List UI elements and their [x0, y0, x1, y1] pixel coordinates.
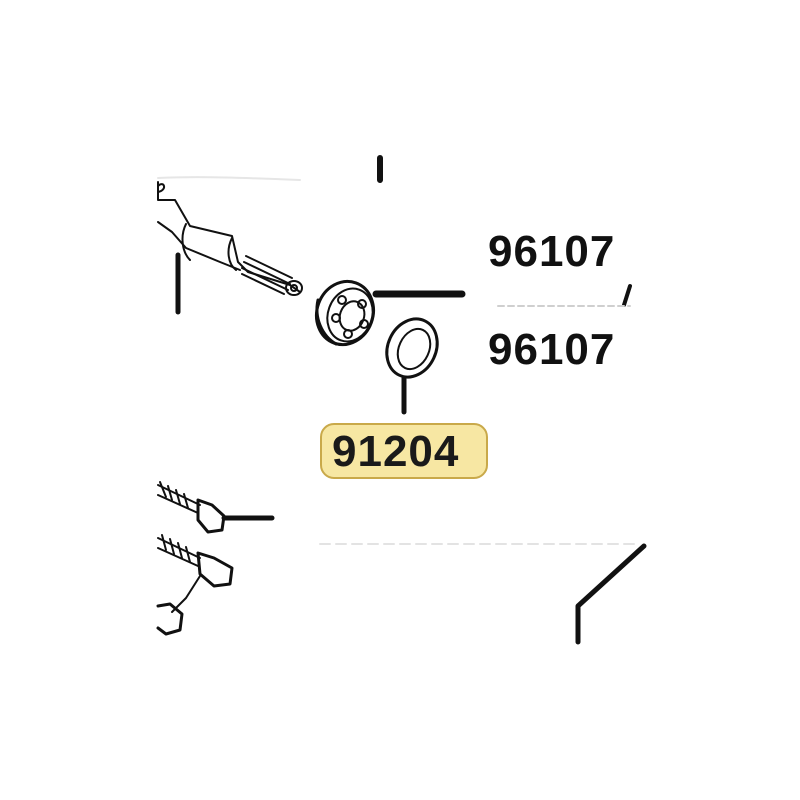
bracket-line — [575, 543, 647, 645]
top-number-tail — [622, 284, 632, 307]
part-number-top: 96107 — [488, 227, 616, 276]
nut-icon — [156, 602, 184, 636]
washer-icon — [385, 317, 439, 379]
bolt-icon-upper — [157, 481, 275, 534]
shaft-icon — [157, 181, 303, 315]
bolt-icon-lower — [157, 534, 234, 613]
bearing-icon — [315, 279, 375, 347]
part-number-bottom: 96107 — [488, 325, 616, 374]
part-number-highlighted[interactable]: 91204 — [332, 427, 460, 476]
part-number-highlight-box[interactable] — [320, 423, 488, 479]
